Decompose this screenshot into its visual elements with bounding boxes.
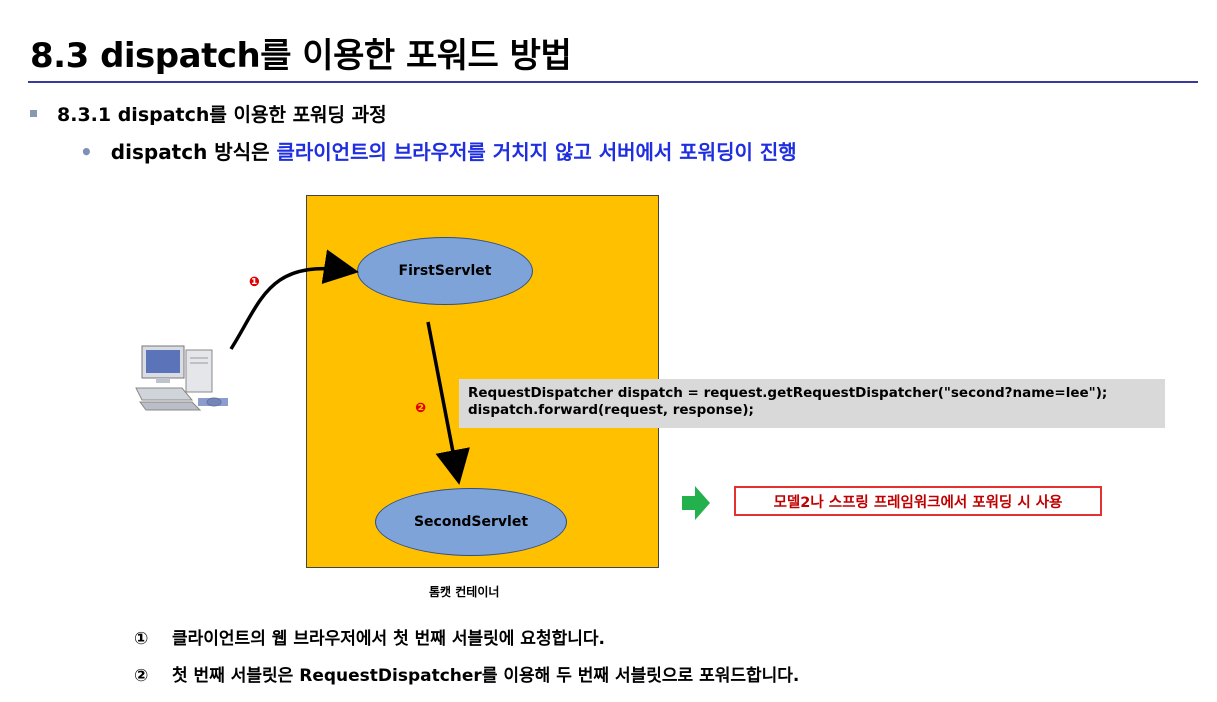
green-right-arrow-icon (682, 486, 710, 520)
second-servlet-node: SecondServlet (375, 488, 567, 556)
description-highlight: 클라이언트의 브라우저를 거치지 않고 서버에서 포워딩이 진행 (276, 140, 797, 164)
footnote-1: ① 클라이언트의 웹 브라우저에서 첫 번째 서블릿에 요청합니다. (134, 624, 605, 649)
container-label: 톰캣 컨테이너 (429, 585, 500, 599)
footnote-1-text: 클라이언트의 웹 브라우저에서 첫 번째 서블릿에 요청합니다. (172, 629, 605, 649)
usage-note: 모델2나 스프링 프레임워크에서 포워딩 시 사용 (734, 486, 1102, 516)
section-heading: 8.3.1 dispatch를 이용한 포워딩 과정 (30, 100, 387, 127)
footnote-2-text: 첫 번째 서블릿은 RequestDispatcher를 이용해 두 번째 서블… (172, 666, 800, 686)
second-servlet-label: SecondServlet (413, 514, 529, 530)
section-heading-text: 8.3.1 dispatch를 이용한 포워딩 과정 (57, 104, 387, 126)
step-2-marker: ❷ (415, 401, 427, 416)
code-snippet: RequestDispatcher dispatch = request.get… (459, 379, 1165, 428)
page-title: 8.3 dispatch를 이용한 포워드 방법 (30, 36, 572, 76)
footnote-1-number: ① (134, 629, 149, 649)
title-divider (28, 81, 1198, 83)
first-servlet-node: FirstServlet (357, 237, 533, 305)
footnote-2: ② 첫 번째 서블릿은 RequestDispatcher를 이용해 두 번째 서… (134, 661, 799, 686)
description-prefix: dispatch 방식은 (110, 140, 277, 164)
first-servlet-label: FirstServlet (398, 263, 492, 279)
forward-arrow (426, 321, 470, 485)
client-computer-icon (135, 345, 228, 411)
code-line-2: dispatch.forward(request, response); (468, 402, 754, 418)
description-line: • dispatch 방식은 클라이언트의 브라우저를 거치지 않고 서버에서 포… (80, 136, 797, 165)
round-bullet-icon: • (80, 140, 93, 164)
square-bullet-icon (30, 110, 37, 117)
request-arrow (229, 249, 359, 350)
code-line-1: RequestDispatcher dispatch = request.get… (468, 385, 1108, 401)
footnote-2-number: ② (134, 666, 149, 686)
step-1-marker: ❶ (249, 275, 261, 290)
